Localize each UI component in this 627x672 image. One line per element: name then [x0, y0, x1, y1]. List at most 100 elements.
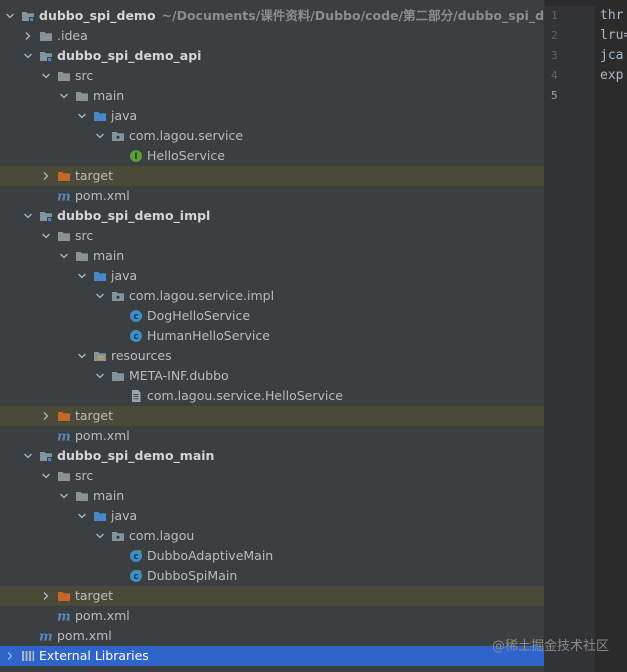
svg-text:m: m — [57, 190, 71, 204]
tree-row[interactable]: .idea — [0, 26, 544, 46]
watermark: @稀土掘金技术社区 — [491, 639, 609, 654]
tree-item-label: pom.xml — [57, 628, 112, 643]
libraries-icon — [21, 649, 35, 663]
source-folder-icon — [93, 109, 107, 123]
tree-row[interactable]: External Libraries — [0, 646, 544, 666]
tree-row[interactable]: c HumanHelloService — [0, 326, 544, 346]
chevron-down-icon[interactable] — [95, 526, 105, 546]
svg-text:m: m — [57, 430, 71, 444]
chevron-down-icon[interactable] — [77, 346, 87, 366]
source-folder-icon — [93, 509, 107, 523]
tree-item-label: main — [93, 488, 125, 503]
tree-row[interactable]: com.lagou.service — [0, 126, 544, 146]
tree-item-label-text: dubbo_spi_demo — [39, 8, 156, 23]
code-line[interactable]: lru= — [600, 28, 627, 43]
tree-item-label: target — [75, 168, 114, 183]
package-icon — [111, 289, 125, 303]
chevron-down-icon[interactable] — [77, 506, 87, 526]
code-line[interactable]: jca — [600, 48, 624, 63]
tree-row[interactable]: java — [0, 266, 544, 286]
tree-row[interactable]: c DubboAdaptiveMain — [0, 546, 544, 566]
excluded-folder-icon — [57, 169, 71, 183]
line-number: 1 — [551, 9, 558, 22]
tree-item-label: com.lagou.service.HelloService — [147, 388, 343, 403]
main-class-icon: c — [129, 569, 143, 583]
package-icon — [111, 529, 125, 543]
chevron-down-icon[interactable] — [59, 86, 69, 106]
tree-item-label: pom.xml — [75, 428, 130, 443]
tree-item-label: DubboAdaptiveMain — [147, 548, 274, 563]
interface-icon: I — [129, 149, 143, 163]
code-line[interactable] — [600, 86, 627, 106]
tree-row[interactable]: src — [0, 226, 544, 246]
tree-row[interactable]: main — [0, 486, 544, 506]
chevron-down-icon[interactable] — [23, 446, 33, 466]
chevron-down-icon[interactable] — [77, 266, 87, 286]
tree-item-label: DogHelloService — [147, 308, 251, 323]
tree-item-label: dubbo_spi_demo_api — [57, 48, 202, 63]
chevron-down-icon[interactable] — [23, 46, 33, 66]
tree-item-label: java — [111, 108, 138, 123]
maven-icon: m — [39, 629, 53, 645]
tree-row[interactable]: dubbo_spi_demo_api — [0, 46, 544, 66]
chevron-down-icon[interactable] — [5, 6, 15, 26]
chevron-down-icon[interactable] — [59, 486, 69, 506]
chevron-down-icon[interactable] — [41, 66, 51, 86]
chevron-down-icon[interactable] — [41, 466, 51, 486]
tree-row[interactable]: main — [0, 246, 544, 266]
tree-row[interactable]: m pom.xml — [0, 186, 544, 206]
class-icon: c — [129, 329, 143, 343]
tree-row[interactable]: dubbo_spi_demo_main — [0, 446, 544, 466]
chevron-right-icon[interactable] — [41, 586, 51, 606]
chevron-down-icon[interactable] — [23, 206, 33, 226]
code-line[interactable]: thr — [600, 8, 624, 23]
tree-row[interactable]: dubbo_spi_demo~/Documents/课件资料/Dubbo/cod… — [0, 6, 544, 26]
tree-item-label: pom.xml — [75, 188, 130, 203]
chevron-down-icon[interactable] — [59, 246, 69, 266]
tree-row[interactable]: target — [0, 166, 544, 186]
tree-row[interactable]: src — [0, 66, 544, 86]
tree-item-label: main — [93, 88, 125, 103]
tree-row[interactable]: src — [0, 466, 544, 486]
tree-row[interactable]: target — [0, 406, 544, 426]
tree-row[interactable]: m pom.xml — [0, 626, 544, 646]
code-line[interactable]: exp — [600, 68, 624, 83]
chevron-right-icon[interactable] — [23, 26, 33, 46]
tree-row[interactable]: I HelloService — [0, 146, 544, 166]
tree-row[interactable]: main — [0, 86, 544, 106]
folder-icon — [57, 229, 71, 243]
chevron-down-icon[interactable] — [41, 226, 51, 246]
chevron-down-icon[interactable] — [95, 286, 105, 306]
tree-item-label: resources — [111, 348, 172, 363]
tree-row[interactable]: dubbo_spi_demo_impl — [0, 206, 544, 226]
tree-row[interactable]: META-INF.dubbo — [0, 366, 544, 386]
chevron-right-icon[interactable] — [41, 406, 51, 426]
chevron-right-icon[interactable] — [41, 166, 51, 186]
tree-row[interactable]: m pom.xml — [0, 426, 544, 446]
tree-row[interactable]: java — [0, 106, 544, 126]
folder-icon — [75, 489, 89, 503]
chevron-down-icon[interactable] — [95, 126, 105, 146]
tree-row[interactable]: target — [0, 586, 544, 606]
project-tree[interactable]: dubbo_spi_demo~/Documents/课件资料/Dubbo/cod… — [0, 6, 544, 672]
tree-row[interactable]: resources — [0, 346, 544, 366]
code-area[interactable]: thr lru= jca exp — [600, 6, 627, 106]
tree-row[interactable]: com.lagou.service.HelloService — [0, 386, 544, 406]
tree-row[interactable]: com.lagou — [0, 526, 544, 546]
module-folder-icon — [21, 9, 35, 23]
chevron-right-icon[interactable] — [5, 646, 15, 666]
text-file-icon — [129, 389, 143, 403]
tree-item-label: HelloService — [147, 148, 225, 163]
tree-row[interactable]: java — [0, 506, 544, 526]
tree-item-label: HumanHelloService — [147, 328, 270, 343]
maven-icon: m — [57, 609, 71, 625]
tree-item-label: com.lagou.service.impl — [129, 288, 275, 303]
tree-row[interactable]: com.lagou.service.impl — [0, 286, 544, 306]
main-class-icon: c — [129, 549, 143, 563]
chevron-down-icon[interactable] — [95, 366, 105, 386]
chevron-down-icon[interactable] — [77, 106, 87, 126]
